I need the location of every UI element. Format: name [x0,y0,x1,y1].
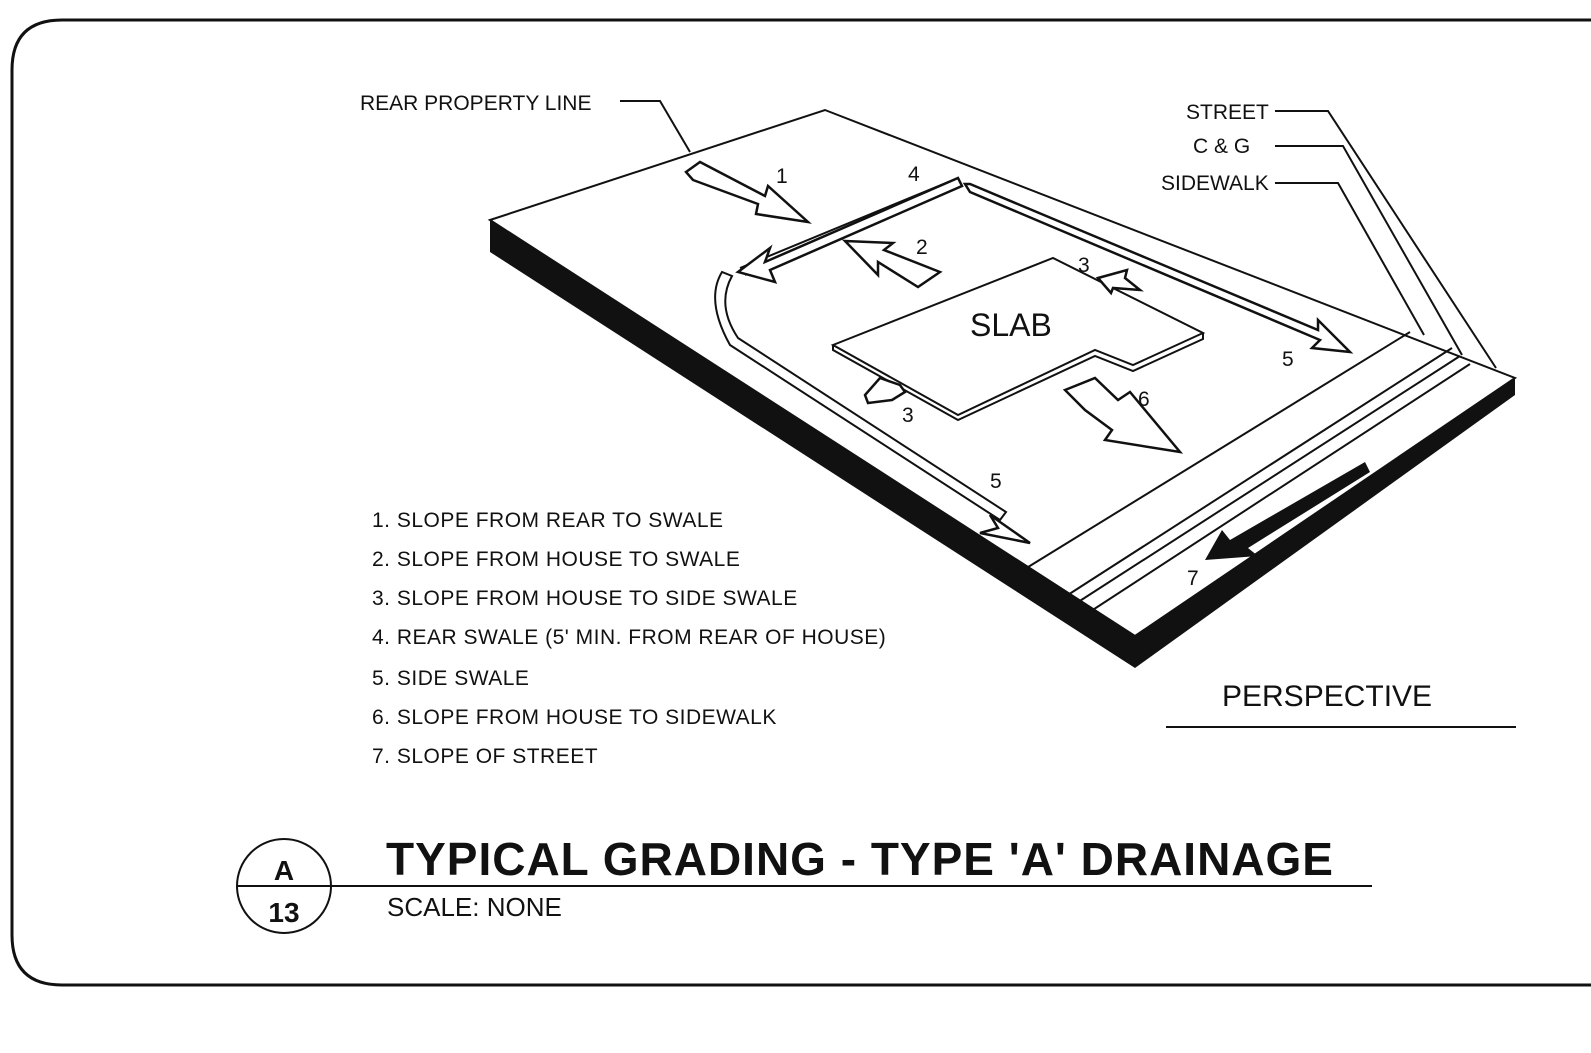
label-c-and-g: C & G [1193,135,1250,158]
lot-side-edge [490,220,1135,668]
leader-c-and-g [1275,145,1463,356]
sidewalk-back-line [1019,331,1411,573]
arrow-number-2: 2 [916,236,928,259]
arrow-number-4: 4 [908,163,920,186]
legend-item: 1. SLOPE FROM REAR TO SWALE [372,509,724,532]
slab [830,256,1206,417]
legend: 1. SLOPE FROM REAR TO SWALE 2. SLOPE FRO… [372,509,886,768]
legend-item: 6. SLOPE FROM HOUSE TO SIDEWALK [372,706,777,729]
side-swale-curve [714,270,1008,522]
label-street: STREET [1186,101,1269,124]
sheet-number: 13 [268,897,299,928]
lot-top-surface [487,108,1518,638]
flow-arrow-3-bottom [863,376,907,405]
swale-arrow-4-head [735,176,964,284]
arrow-number-7: 7 [1187,567,1199,590]
slab-edge-shadow [832,333,1204,422]
legend-item: 3. SLOPE FROM HOUSE TO SIDE SWALE [372,587,798,610]
leader-sidewalk [1275,182,1425,336]
curb-line-2 [1071,355,1461,607]
arrow-number-5-left: 5 [990,470,1002,493]
street-arrow-7 [1205,462,1370,560]
flow-arrow-6 [1062,376,1184,454]
legend-item: 2. SLOPE FROM HOUSE TO SWALE [372,548,740,571]
lot-perspective: SLAB 1 2 3 3 4 5 5 6 7 R [360,92,1518,668]
leader-rear-property-line [620,100,691,153]
flow-arrow-3-top [1095,268,1144,296]
label-rear-property-line: REAR PROPERTY LINE [360,92,591,115]
slab-label: SLAB [970,307,1052,343]
leader-street [1275,110,1497,369]
arrow-number-3-top: 3 [1078,254,1090,277]
detail-title: TYPICAL GRADING - TYPE 'A' DRAINAGE [386,833,1334,885]
flow-arrow-2 [841,239,943,289]
legend-item: 7. SLOPE OF STREET [372,745,598,768]
arrow-number-3-bottom: 3 [902,404,914,427]
side-swale-arrow-right [962,182,1354,354]
arrow-number-6: 6 [1138,388,1150,411]
curb-notch [1057,597,1081,621]
flow-arrow-1 [684,160,812,224]
detail-letter: A [274,855,294,886]
legend-item: 4. REAR SWALE (5' MIN. FROM REAR OF HOUS… [372,626,886,649]
lot-front-edge [1135,378,1515,668]
gutter-line [1084,363,1471,616]
label-sidewalk: SIDEWALK [1161,172,1269,195]
view-label: PERSPECTIVE [1222,680,1432,713]
detail-scale: SCALE: NONE [387,892,562,922]
title-block: A 13 TYPICAL GRADING - TYPE 'A' DRAINAGE… [236,833,1372,934]
arrow-number-1: 1 [776,165,788,188]
side-swale-arrow-left-head [979,513,1031,545]
curb-line-1 [1059,347,1453,601]
sheet-border [10,18,1591,987]
legend-item: 5. SIDE SWALE [372,667,529,690]
arrow-number-5-right: 5 [1282,348,1294,371]
